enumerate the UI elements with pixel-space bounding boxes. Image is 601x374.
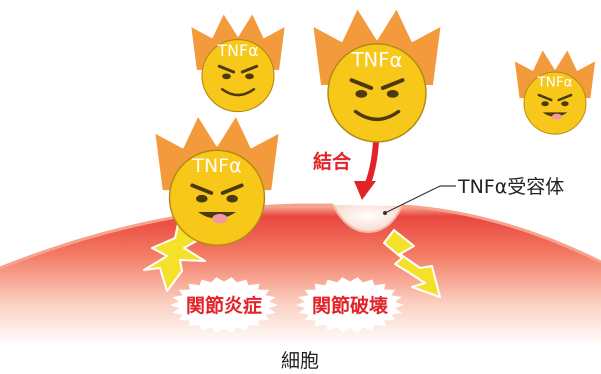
tnf-alpha-character: TNFα xyxy=(153,114,281,246)
lightning-left-icon xyxy=(143,223,206,292)
character-label: TNFα xyxy=(216,41,258,60)
cell xyxy=(0,203,601,345)
cell-label: 細胞 xyxy=(281,350,319,372)
tnf-alpha-character: TNFα xyxy=(513,48,597,135)
effect-burst-destruction: 関節破壊 xyxy=(296,277,404,333)
binding-label: 結合 xyxy=(313,150,352,173)
receptor-label: TNFα受容体 xyxy=(457,176,564,198)
lightning-right-icon xyxy=(383,229,441,298)
effect-label-inflammation: 関節炎症 xyxy=(186,294,262,317)
receptor-leader xyxy=(383,185,456,215)
tnf-alpha-face-icon xyxy=(153,114,281,246)
character-label: TNFα xyxy=(536,74,572,90)
tnf-alpha-face-icon xyxy=(513,48,597,135)
character-label: TNFα xyxy=(351,48,403,71)
tnf-alpha-character: TNFα xyxy=(311,6,443,143)
tnf-alpha-face-icon xyxy=(311,6,443,143)
tnf-alpha-character: TNFα xyxy=(189,12,287,113)
effect-burst-inflammation: 関節炎症 xyxy=(170,277,278,333)
effect-label-destruction: 関節破壊 xyxy=(312,294,389,317)
tnf-alpha-face-icon xyxy=(189,12,287,113)
character-label: TNFα xyxy=(191,155,241,177)
binding-arrow-icon xyxy=(354,139,379,200)
